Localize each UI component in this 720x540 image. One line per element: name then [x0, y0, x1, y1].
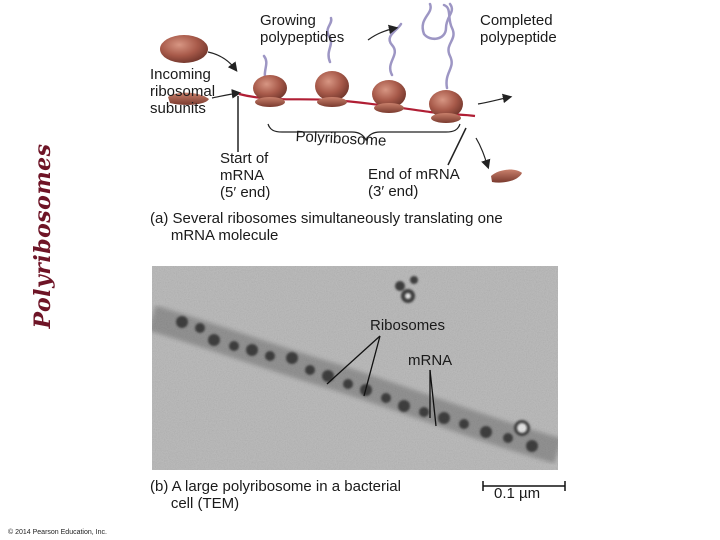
caption-b: (b) A large polyribosome in a bacterial …	[150, 478, 460, 512]
scale-bar-label: 0.1 µm	[494, 485, 574, 502]
copyright-notice: © 2014 Pearson Education, Inc.	[8, 529, 107, 536]
